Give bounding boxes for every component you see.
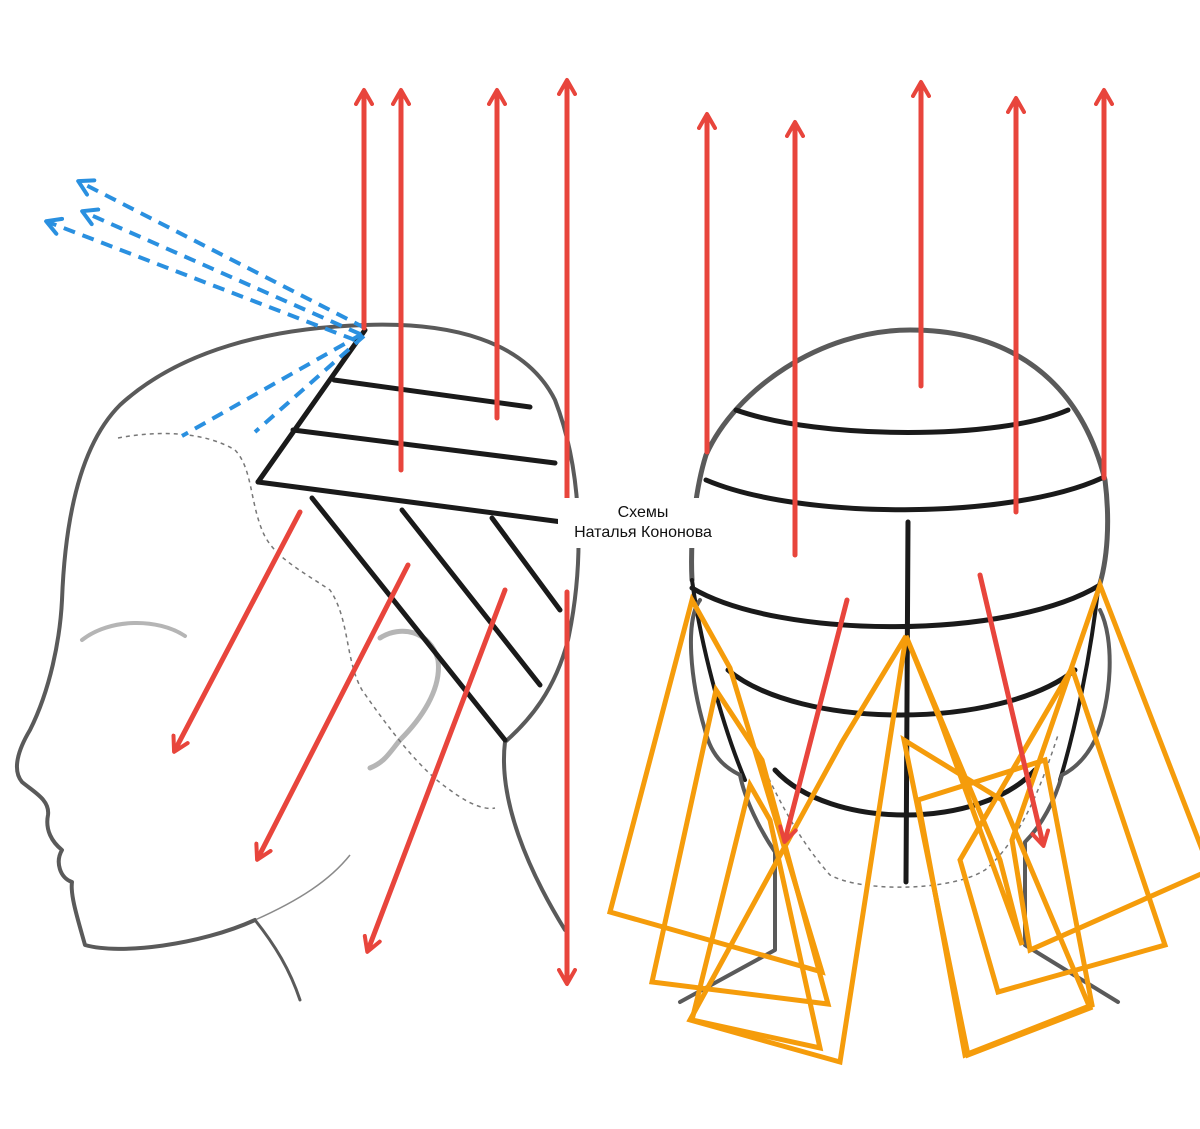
back-head-outline bbox=[689, 327, 1111, 593]
side-ear bbox=[367, 628, 441, 771]
back-nape-hairline-dashed bbox=[747, 734, 1059, 888]
guide-rectangle bbox=[900, 734, 1094, 1059]
projection-arrow bbox=[44, 216, 356, 342]
side-section-horizontal-2 bbox=[290, 427, 558, 466]
side-jaw-line bbox=[254, 854, 351, 921]
elevation-arrow-diagonal bbox=[362, 587, 508, 954]
elevation-arrow-diagonal bbox=[171, 509, 303, 754]
side-head-outline bbox=[14, 322, 581, 951]
side-neck-front bbox=[253, 918, 302, 1002]
side-elevation-arrows bbox=[171, 78, 577, 986]
side-section-horizontal-1 bbox=[331, 377, 533, 410]
side-section-lines bbox=[255, 327, 565, 743]
side-section-diagonal bbox=[255, 327, 368, 485]
caption-line-2: Наталья Кононова bbox=[574, 524, 712, 541]
back-elevation-arrows bbox=[697, 80, 1114, 848]
back-section-curve-2 bbox=[703, 475, 1105, 513]
projection-arrow bbox=[80, 207, 361, 336]
back-center-part bbox=[903, 519, 911, 885]
back-neck-right bbox=[1023, 773, 1120, 1004]
side-section-slant-1 bbox=[309, 495, 508, 743]
projection-line bbox=[253, 334, 366, 434]
back-guide-rectangles-left bbox=[606, 593, 909, 1066]
side-projection-arrows bbox=[44, 178, 366, 438]
guide-rectangle bbox=[686, 634, 909, 1066]
back-guide-rectangles-right bbox=[900, 577, 1200, 1059]
guide-rectangle bbox=[915, 756, 1095, 1059]
projection-arrow bbox=[76, 178, 366, 330]
side-section-slant-3 bbox=[489, 515, 563, 613]
guide-rectangle bbox=[1009, 577, 1200, 954]
guide-rectangle bbox=[903, 635, 1025, 946]
back-section-curve-1 bbox=[733, 407, 1071, 435]
elevation-arrow-diagonal bbox=[977, 572, 1051, 848]
caption-line-1: Схемы bbox=[617, 504, 669, 521]
back-ear-right bbox=[1060, 608, 1112, 777]
back-section-lines bbox=[689, 407, 1105, 885]
guide-rectangle bbox=[606, 593, 826, 976]
author-caption: Схемы Наталья Кононова bbox=[558, 498, 728, 548]
side-hairline-dashed bbox=[117, 432, 496, 810]
elevation-arrow-diagonal bbox=[254, 562, 411, 862]
guide-rectangle bbox=[688, 778, 824, 1052]
back-ear-left bbox=[688, 598, 742, 777]
back-section-curve-4 bbox=[725, 667, 1078, 718]
guide-rectangle bbox=[648, 683, 832, 1007]
side-section-horizontal-3 bbox=[255, 479, 565, 525]
back-view bbox=[606, 80, 1200, 1066]
side-section-slant-2 bbox=[399, 507, 543, 688]
elevation-arrow-diagonal bbox=[778, 597, 850, 844]
back-section-curve-3 bbox=[689, 582, 1103, 630]
projection-line bbox=[181, 332, 363, 438]
side-eye bbox=[80, 620, 187, 642]
side-view bbox=[14, 78, 581, 1002]
